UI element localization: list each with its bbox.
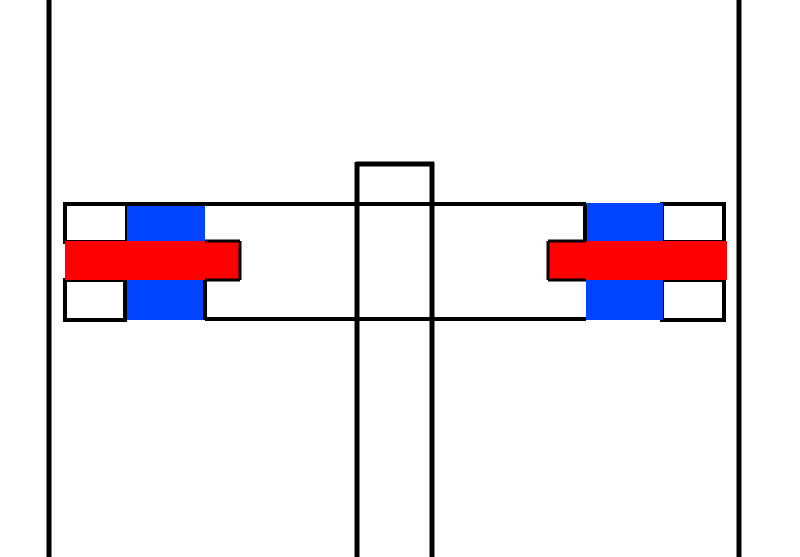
center-shaft [354,161,435,557]
left-lower-end-box [63,278,127,322]
right-lower-end-box [660,278,726,322]
right-red-bar [547,241,727,280]
right-assembly [546,202,727,322]
left-upper-end-box [63,202,129,244]
left-assembly [63,202,242,322]
left-red-bar [65,241,241,280]
right-upper-end-box [660,202,726,244]
